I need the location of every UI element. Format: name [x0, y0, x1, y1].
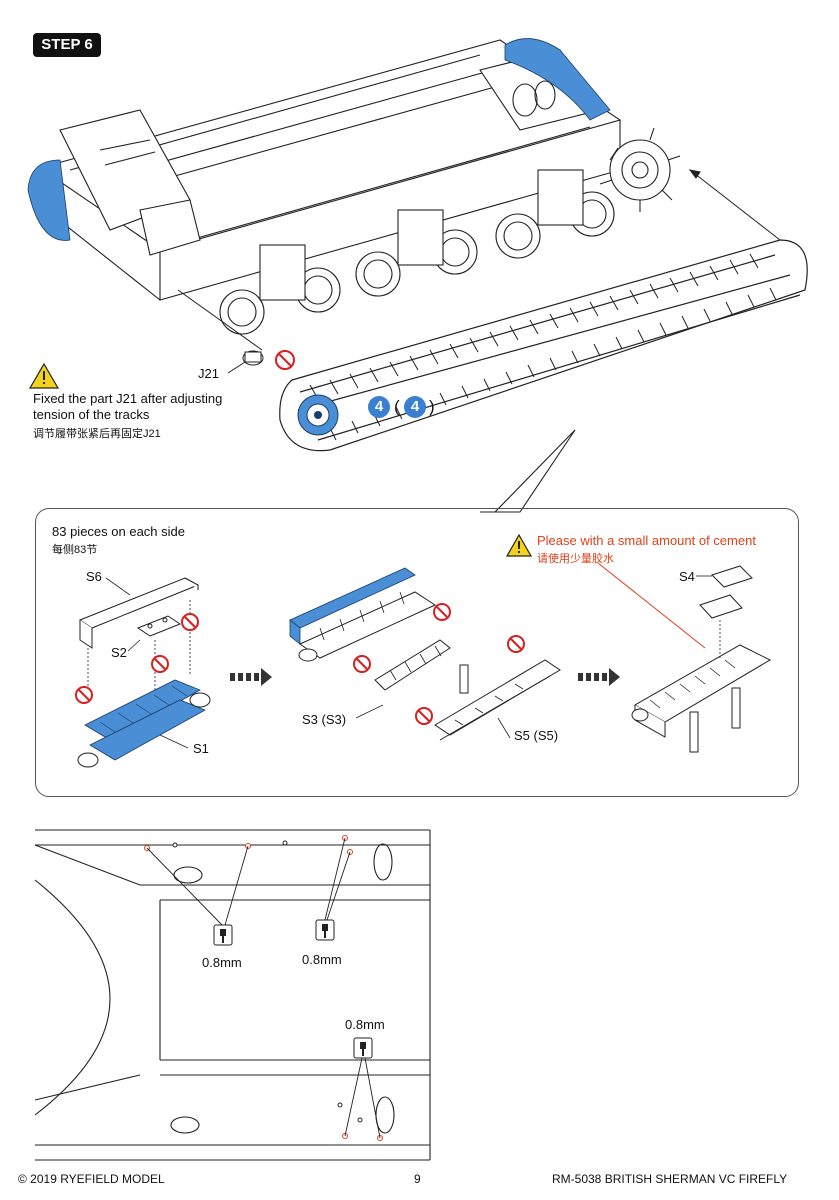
part-label-s1: S1: [193, 741, 209, 756]
drill-size-label-b: 0.8mm: [302, 952, 342, 967]
pieces-count-cn: 每侧83节: [52, 544, 98, 556]
footer-page-number: 9: [414, 1172, 421, 1186]
drill-size-label-a: 0.8mm: [202, 955, 242, 970]
part-label-s5: S5 (S5): [514, 728, 559, 743]
step-badge: STEP 6: [33, 33, 101, 57]
warning-text-line1: Fixed the part J21 after adjusting: [33, 391, 223, 406]
cement-note-text: Please with a small amount of cement: [537, 533, 756, 548]
part-label-s3: S3 (S3): [302, 712, 347, 727]
part-label-s6: S6: [86, 569, 102, 584]
track-detail-panel: [35, 508, 799, 797]
drill-size-label-c: 0.8mm: [345, 1017, 385, 1032]
track-ref-circle: 4: [368, 396, 390, 418]
footer-copyright: © 2019 RYEFIELD MODEL: [18, 1172, 165, 1186]
part-label-s4: S4: [679, 569, 695, 584]
track-ref-paren-close: ): [429, 397, 435, 416]
track-ref-circle-paren: 4: [404, 396, 426, 418]
cement-note-cn: 请使用少量胶水: [537, 553, 614, 565]
part-label-s2: S2: [111, 645, 127, 660]
footer-product-code: RM-5038 BRITISH SHERMAN VC FIREFLY: [552, 1172, 788, 1186]
pieces-count-text: 83 pieces on each side: [52, 524, 185, 539]
part-label-j21: J21: [198, 366, 219, 381]
warning-text-line2: tension of the tracks: [33, 407, 150, 422]
warning-text-cn: 调节履带张紧后再固定J21: [33, 428, 161, 440]
track-ref-paren-open: (: [394, 397, 400, 416]
